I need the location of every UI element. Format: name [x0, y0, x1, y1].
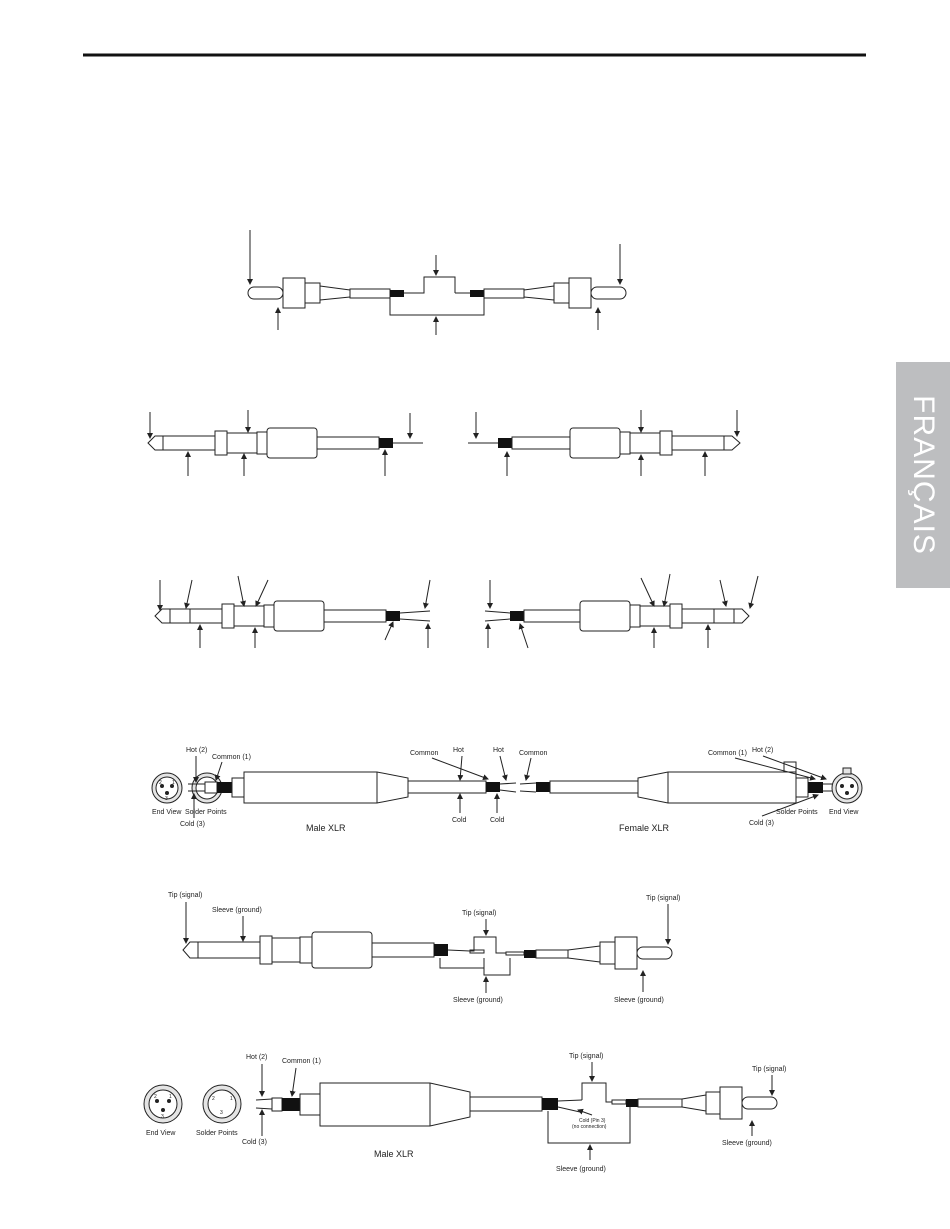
xr-solder-3: 3: [220, 1110, 223, 1116]
xr-end-view-label: End View: [146, 1130, 176, 1137]
xr-tip-center-label: Tip (signal): [569, 1053, 603, 1060]
ts-rca-cable: Tip (signal) Sleeve (ground) Tip (signal…: [168, 892, 680, 1004]
xr-sleeve-right-label: Sleeve (ground): [722, 1140, 772, 1147]
female-xlr-caption: Female XLR: [619, 823, 670, 833]
ts-plug-right: [468, 410, 741, 476]
trs-plug-left: [154, 575, 431, 648]
xr-tip-right-label: Tip (signal): [752, 1066, 786, 1073]
female-common-label: Common: [519, 750, 548, 757]
xr-cold-nc-1-label: Cold (Pin 3): [579, 1118, 606, 1124]
xr-sleeve-center-label: Sleeve (ground): [556, 1166, 606, 1173]
pin-2-label: 2: [159, 780, 162, 786]
xr-pin-2-label: 2: [154, 1094, 157, 1100]
female-cold3-label: Cold (3): [749, 820, 774, 827]
xlr-female-cable: [519, 761, 833, 804]
female-hot-label: Hot: [493, 747, 504, 754]
xlr-rca-cable: 2 1 3 2 1 3 End View Solder Points Hot (…: [143, 1053, 786, 1173]
male-hot-label: Hot (2): [186, 747, 207, 754]
ts-tip-left-label: Tip (signal): [168, 892, 202, 899]
xr-cold-nc-2-label: (no connection): [572, 1124, 607, 1130]
xr-cold-label: Cold (3): [242, 1139, 267, 1146]
male-hot-end-label: Hot: [453, 747, 464, 754]
female-end-view: [831, 767, 863, 804]
xlr-male-cable: 2 1 3 End View Solder Points Hot (2) Com…: [151, 747, 517, 833]
male-end-view-label: End View: [152, 809, 182, 816]
xr-solder-2: 2: [212, 1096, 215, 1102]
xr-hot-label: Hot (2): [246, 1054, 267, 1061]
xr-solder-1: 1: [230, 1096, 233, 1102]
rca-rca-cable: [247, 230, 627, 335]
xr-common-label: Common (1): [282, 1058, 321, 1065]
pin-3-label: 3: [165, 796, 168, 802]
male-common-label: Common (1): [212, 754, 251, 761]
language-side-tab-label-wrap: FRANÇAIS: [896, 362, 950, 588]
pin-1-label: 1: [172, 780, 175, 786]
xr-pin-3-label: 3: [161, 1114, 164, 1120]
female-common1-label: Common (1): [708, 750, 747, 757]
female-cold-label: Cold: [490, 817, 505, 824]
language-side-tab-label: FRANÇAIS: [907, 395, 940, 555]
male-xlr-caption: Male XLR: [306, 823, 346, 833]
female-solder-points-label: Solder Points: [776, 809, 818, 816]
xr-solder-points-label: Solder Points: [196, 1130, 238, 1137]
female-labels: Hot Common Cold Common (1) Hot (2) Cold …: [490, 747, 859, 833]
ts-sleeve-center-label: Sleeve (ground): [453, 997, 503, 1004]
xr-pin-1-label: 1: [169, 1094, 172, 1100]
male-solder-points-label: Solder Points: [185, 809, 227, 816]
trs-plug-right: [484, 573, 759, 649]
xr-male-xlr-caption: Male XLR: [374, 1149, 414, 1159]
male-cold-label: Cold (3): [180, 821, 205, 828]
ts-sleeve-right-label: Sleeve (ground): [614, 997, 664, 1004]
ts-sleeve-left-label: Sleeve (ground): [212, 907, 262, 914]
ts-plug-left: [147, 410, 423, 476]
male-common-end-label: Common: [410, 750, 439, 757]
female-end-view-label: End View: [829, 809, 859, 816]
ts-tip-right-label: Tip (signal): [646, 895, 680, 902]
female-hot2-label: Hot (2): [752, 747, 773, 754]
ts-tip-center-label: Tip (signal): [462, 910, 496, 917]
male-cold-end-label: Cold: [452, 817, 467, 824]
language-side-tab: [896, 362, 950, 588]
